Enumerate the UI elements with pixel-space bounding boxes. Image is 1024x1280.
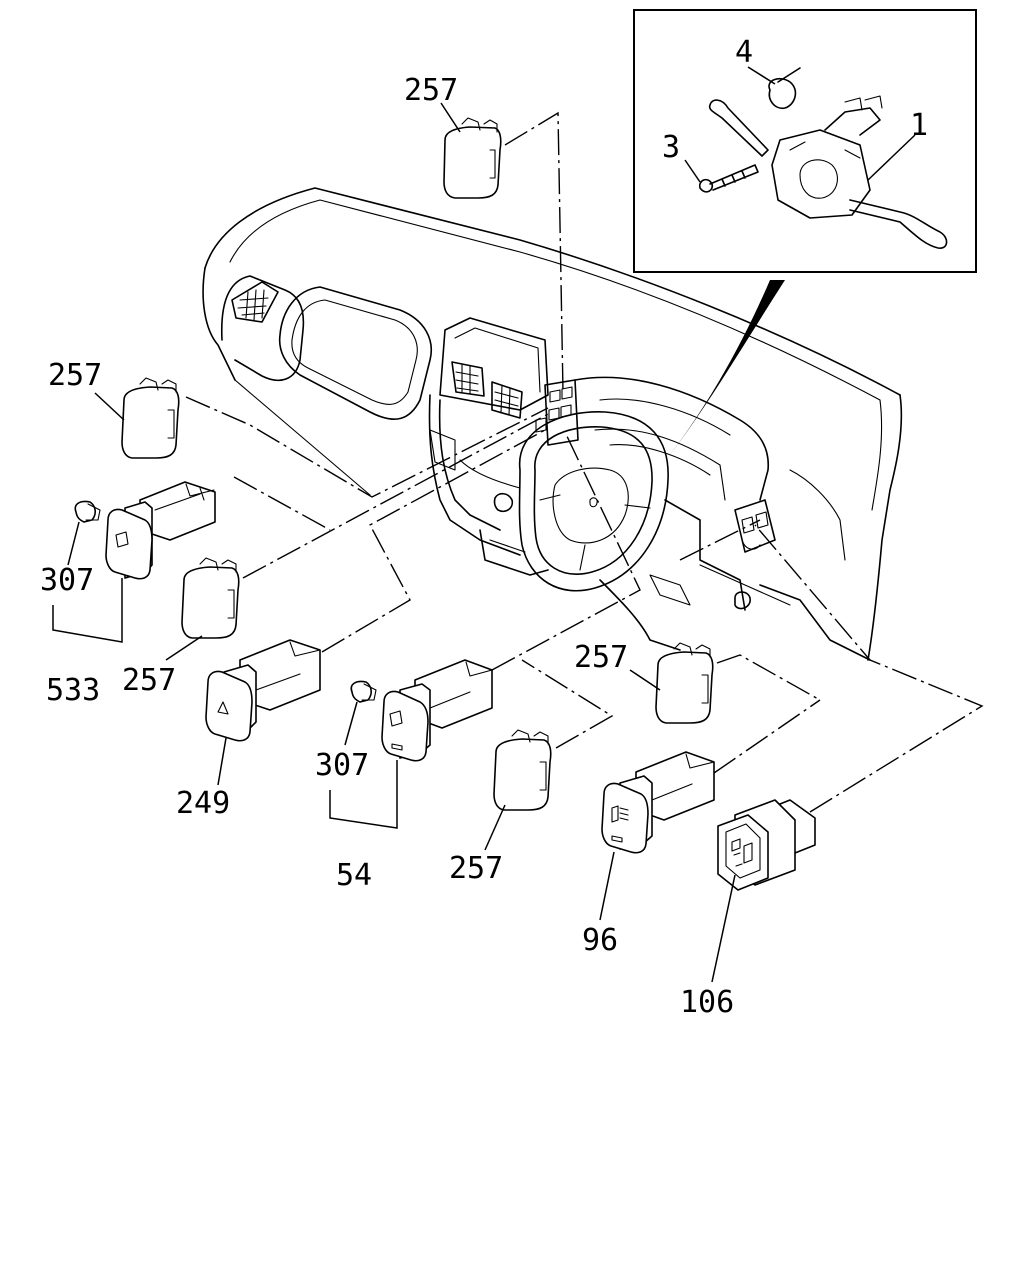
inset-combination-switch <box>771 129 871 219</box>
callout-switch-mid: 54 <box>336 858 372 893</box>
inset-detail <box>633 9 977 480</box>
clip-left <box>74 500 101 523</box>
callout-clip-left: 307 <box>40 563 94 598</box>
callout-clip-mid: 307 <box>315 748 369 783</box>
lid-cover-mid <box>181 557 240 639</box>
callout-inset-screw: 3 <box>662 130 680 165</box>
lid-cover-left <box>121 377 180 459</box>
callout-lid-left: 257 <box>48 358 102 393</box>
callout-numbers: 4 3 1 257 257 307 533 257 249 307 54 257… <box>40 35 928 1020</box>
leader-lines <box>185 111 984 813</box>
callout-fog-switch: 96 <box>582 923 618 958</box>
power-outlet-icon <box>731 838 753 867</box>
callout-leaders <box>52 102 736 983</box>
hazard-triangle-icon <box>217 701 229 715</box>
lid-cover-top <box>443 117 502 199</box>
callout-lid-top: 257 <box>404 73 458 108</box>
inset-screw <box>698 164 759 193</box>
callout-switch-left: 533 <box>46 673 100 708</box>
inset-clip <box>768 67 801 110</box>
power-outlet-switch <box>717 799 816 891</box>
clip-mid <box>350 680 377 703</box>
callout-lid-mid: 257 <box>122 663 176 698</box>
fog-lamp-icon <box>611 805 629 823</box>
switch-assembly-left <box>105 481 216 580</box>
switch-assembly-mid <box>381 659 493 762</box>
fog-lamp-switch <box>601 751 715 854</box>
callout-inset-clip: 4 <box>735 35 753 70</box>
hazard-switch <box>205 639 321 742</box>
callout-hazard-switch: 249 <box>176 786 230 821</box>
callout-inset-combination-switch: 1 <box>910 108 928 143</box>
lid-cover-lower <box>493 729 552 811</box>
callout-square-switch: 106 <box>680 985 734 1020</box>
lid-cover-right <box>655 642 714 724</box>
callout-lid-lower: 257 <box>449 851 503 886</box>
dashboard-illustration <box>202 187 903 661</box>
callout-lid-right: 257 <box>574 640 628 675</box>
